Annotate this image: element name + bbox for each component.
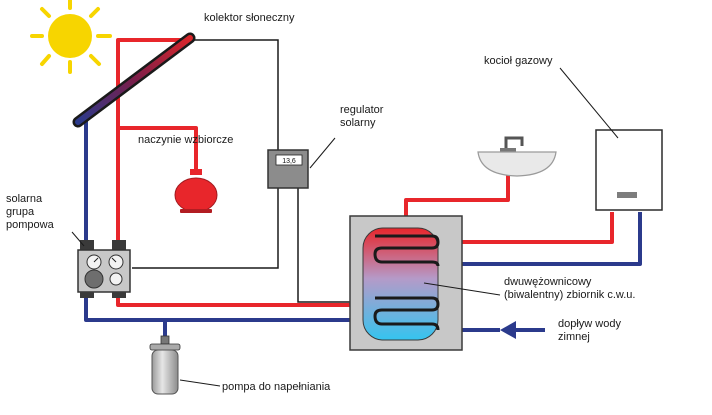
tank-label: dwuwężownicowy (biwalentny) zbiornik c.w… (504, 276, 636, 301)
pump-icon (84, 269, 104, 289)
fill-pump-label: pompa do napełniania (222, 381, 331, 393)
wash-basin (477, 136, 557, 177)
gas-boiler (559, 67, 663, 211)
signal-wires (132, 39, 352, 303)
expansion-branch-pipe (118, 126, 198, 172)
lower-coil (373, 296, 440, 331)
sun-icon (30, 0, 112, 74)
solar-pump-group (71, 231, 131, 298)
tank-sensor-wire (297, 188, 352, 303)
hot-water-supply-pipe (404, 152, 510, 228)
pump-control-wire (132, 188, 279, 269)
solar-flow-pipe (116, 296, 420, 307)
expansion-vessel (174, 169, 218, 213)
expansion-vessel-label: naczynie wzbiorcze (138, 134, 234, 146)
hot-pipes (116, 38, 614, 307)
boiler-return-pipe (420, 212, 642, 266)
solar-regulator: 13,6 (267, 137, 336, 189)
collector-flow-pipe (116, 38, 186, 248)
cold-inflow-label: dopływ wody zimnej (558, 318, 621, 343)
regulator-label: regulator solarny (340, 104, 384, 129)
solar-collector (72, 32, 196, 128)
fill-pump (149, 335, 221, 395)
upper-coil (373, 234, 440, 267)
regulator-display: 13,6 (282, 158, 296, 165)
gas-boiler-label: kocioł gazowy (484, 55, 553, 67)
boiler-flow-pipe (420, 212, 614, 244)
pump-group-label: solarna grupa pompowa (6, 193, 54, 231)
faucet-icon (504, 136, 524, 150)
collector-label: kolektor słoneczny (204, 12, 295, 24)
solar-return-pipe (84, 296, 430, 322)
storage-tank (349, 215, 501, 351)
cold-inlet-arrow-icon (500, 321, 545, 339)
collector-sensor-wire (190, 39, 279, 150)
thermometer-icon (109, 272, 123, 286)
